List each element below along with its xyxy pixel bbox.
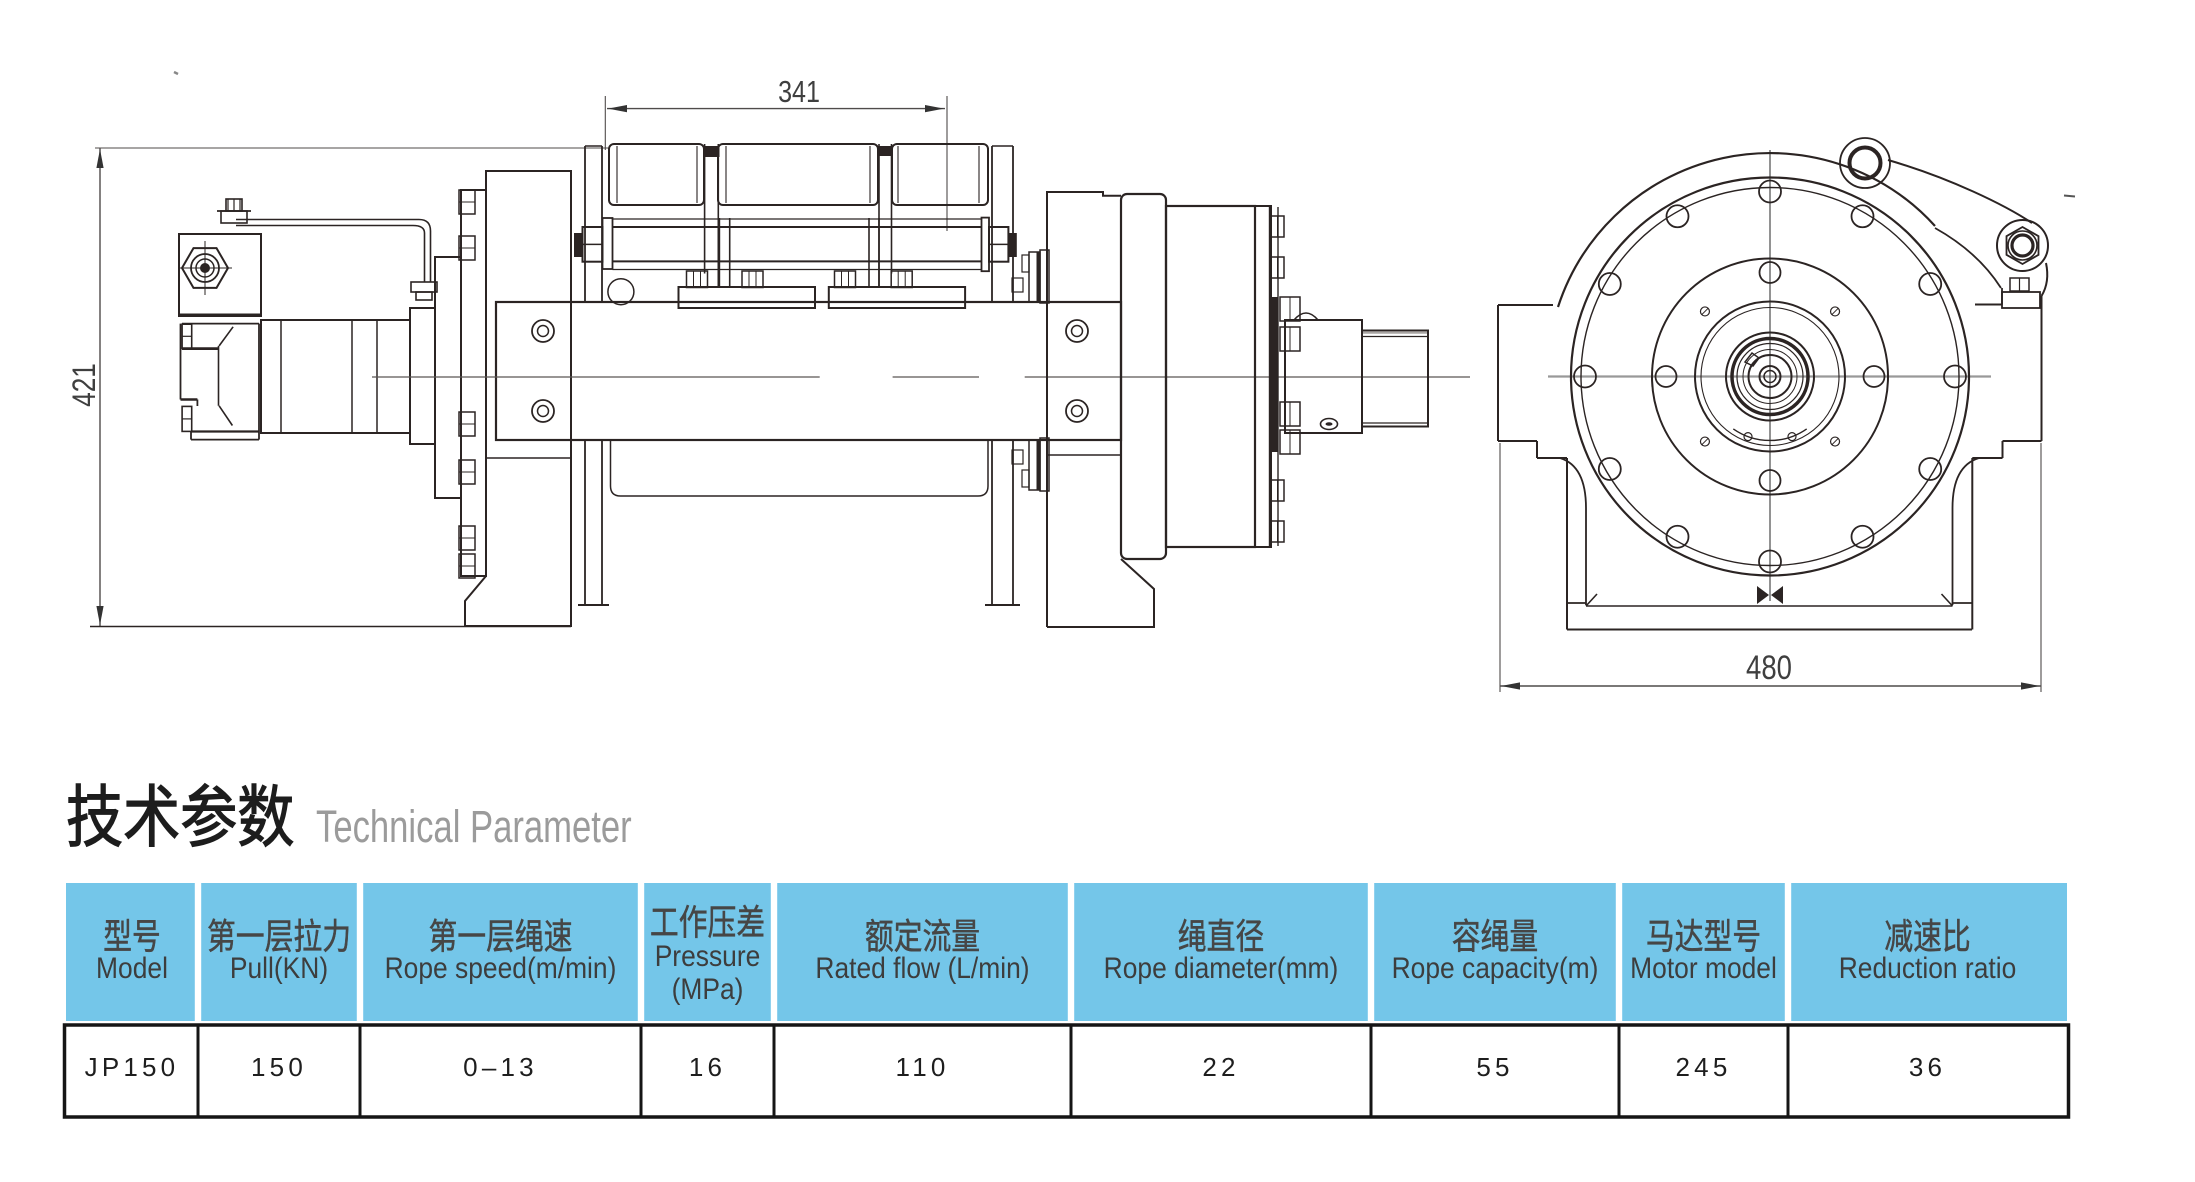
svg-text:Rope speed(m/min): Rope speed(m/min) xyxy=(385,950,617,984)
svg-text:55: 55 xyxy=(1476,1052,1513,1082)
svg-text:Rope capacity(m): Rope capacity(m) xyxy=(1392,950,1599,984)
svg-text:150: 150 xyxy=(251,1052,307,1082)
svg-text:JP150: JP150 xyxy=(85,1052,180,1082)
svg-text:480: 480 xyxy=(1746,648,1792,686)
svg-text:Reduction ratio: Reduction ratio xyxy=(1839,950,2017,984)
svg-text:110: 110 xyxy=(895,1052,949,1082)
svg-text:341: 341 xyxy=(778,73,820,108)
svg-text:(MPa): (MPa) xyxy=(672,971,744,1005)
svg-text:36: 36 xyxy=(1909,1052,1946,1082)
svg-text:Rope diameter(mm): Rope diameter(mm) xyxy=(1104,950,1339,984)
svg-text:421: 421 xyxy=(68,363,103,407)
svg-text:Rated flow (L/min): Rated flow (L/min) xyxy=(815,950,1029,984)
svg-text:16: 16 xyxy=(689,1052,726,1082)
svg-text:0–13: 0–13 xyxy=(463,1052,538,1082)
svg-text:Pull(KN): Pull(KN) xyxy=(230,950,328,984)
svg-text:22: 22 xyxy=(1202,1052,1239,1082)
svg-text:Model: Model xyxy=(96,950,168,984)
svg-text:Technical Parameter: Technical Parameter xyxy=(316,802,632,852)
svg-text:Motor model: Motor model xyxy=(1630,950,1777,984)
svg-text:Pressure: Pressure xyxy=(655,938,761,972)
svg-text:245: 245 xyxy=(1676,1052,1732,1082)
